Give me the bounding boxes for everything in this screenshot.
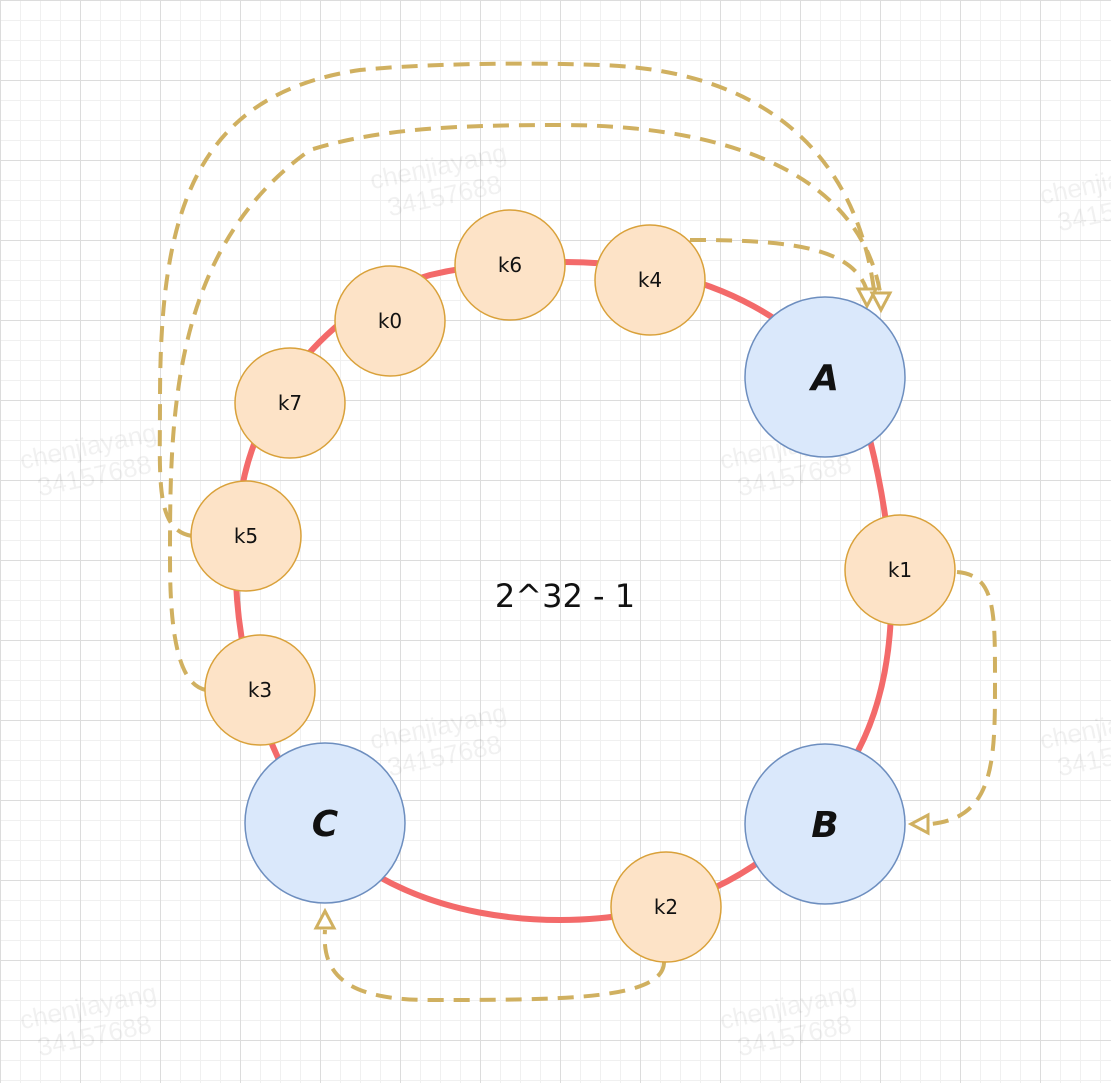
key-label: k5 — [234, 524, 258, 548]
ring-range-label: 2^32 - 1 — [495, 577, 635, 615]
node-circle — [744, 296, 906, 458]
key-k2: k2 — [610, 851, 722, 963]
key-label: k2 — [654, 895, 678, 919]
key-label: k3 — [248, 678, 272, 702]
key-label: k4 — [638, 268, 662, 292]
node-label: C — [312, 804, 339, 845]
key-label: k1 — [888, 558, 912, 582]
key-label: k0 — [378, 309, 402, 333]
key-circle — [204, 634, 316, 746]
key-k3: k3 — [204, 634, 316, 746]
node-C: C — [244, 742, 406, 904]
key-label: k7 — [278, 391, 302, 415]
arrow-group — [157, 61, 997, 1003]
key-circle — [234, 347, 346, 459]
key-circle — [190, 480, 302, 592]
key-k1: k1 — [844, 514, 956, 626]
key-k6: k6 — [454, 209, 566, 321]
node-circle — [244, 742, 406, 904]
key-k7: k7 — [234, 347, 346, 459]
key-circle — [610, 851, 722, 963]
key-k5: k5 — [190, 480, 302, 592]
key-circle — [454, 209, 566, 321]
node-label: A — [808, 358, 839, 399]
arrow-k1-to-B — [929, 570, 997, 826]
key-circle — [594, 224, 706, 336]
arrow-k3-inner-to-A — [167, 122, 882, 692]
arrowhead-to-A — [869, 291, 893, 314]
arrow-k5-outer-to-A — [157, 61, 876, 538]
arrowhead-to-C — [313, 907, 337, 930]
key-k0: k0 — [334, 265, 446, 377]
node-label: B — [811, 805, 838, 846]
node-circle — [744, 743, 906, 905]
key-label: k6 — [498, 253, 522, 277]
arrow-k4-to-A — [689, 238, 868, 289]
key-circle — [334, 265, 446, 377]
arrowhead-to-B — [907, 812, 930, 836]
key-circle — [844, 514, 956, 626]
node-A: A — [744, 296, 906, 458]
node-B: B — [744, 743, 906, 905]
key-k4: k4 — [594, 224, 706, 336]
arrow-k2-to-C — [322, 929, 666, 1003]
